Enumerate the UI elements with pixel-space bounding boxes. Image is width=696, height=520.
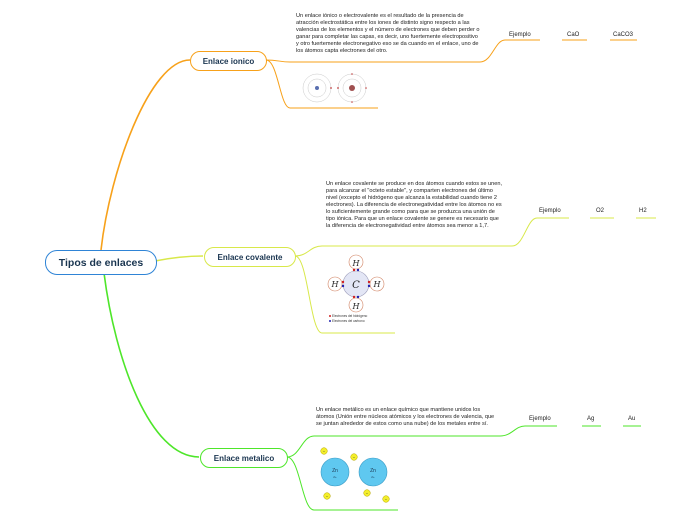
ionico-description: Un enlace iónico o electrovalente es el … xyxy=(296,13,480,54)
electron-sign-4: − xyxy=(385,496,388,501)
ionic-atoms-diagram xyxy=(302,73,367,103)
ionico-subtree xyxy=(265,39,637,109)
electron-sign-1: − xyxy=(353,454,356,459)
ionico-example-cao[interactable]: CaO xyxy=(567,32,580,38)
electron-sign-0: − xyxy=(323,448,326,453)
zn-atom-left-charge: 2+ xyxy=(333,475,337,479)
connector-root-covalente xyxy=(154,255,204,262)
covalente-subtree xyxy=(294,217,656,334)
free-electrons: − − − − − xyxy=(320,447,390,503)
electron-3 xyxy=(363,489,371,497)
electron-2 xyxy=(323,492,331,500)
zn-atom-left: Zn xyxy=(332,468,338,474)
methane-h-right: H xyxy=(373,280,382,289)
methane-legend-hydrogen: Electrones del hidrógeno xyxy=(332,314,368,318)
node-enlace-covalente[interactable]: Enlace covalente xyxy=(204,247,296,267)
methane-legend-carbon: Electrones del carbono xyxy=(332,319,365,323)
covalente-description: Un enlace covalente se produce en dos át… xyxy=(326,181,503,229)
covalente-example-o2[interactable]: O2 xyxy=(596,208,605,214)
metallic-bond-diagram: Zn 2+ Zn 2+ − − − − − xyxy=(320,447,390,503)
methane-h-top: H xyxy=(352,259,361,268)
connector-root-ionico xyxy=(100,59,191,251)
electron-1 xyxy=(350,453,358,461)
connector-root-metalico xyxy=(103,272,200,458)
ionico-example-caco3[interactable]: CaCO3 xyxy=(613,32,634,38)
metalico-description: Un enlace metálico es un enlace químico … xyxy=(316,407,495,427)
metalico-example-label[interactable]: Ejemplo xyxy=(529,416,551,422)
zn-atom-right: Zn xyxy=(370,468,376,474)
methane-lewis-diagram: C H H H H xyxy=(327,254,385,322)
electron-sign-3: − xyxy=(366,490,369,495)
node-enlace-ionico[interactable]: Enlace ionico xyxy=(190,51,267,71)
methane-center-atom: C xyxy=(352,280,360,291)
metalico-example-ag[interactable]: Ag xyxy=(587,416,595,422)
methane-h-bottom: H xyxy=(352,302,361,311)
metalico-subtree xyxy=(286,425,641,511)
zn-atom-right-charge: 2+ xyxy=(371,475,375,479)
metalico-example-au[interactable]: Au xyxy=(628,416,636,422)
electron-4 xyxy=(382,495,390,503)
root-node[interactable]: Tipos de enlaces xyxy=(45,250,157,275)
electron-0 xyxy=(320,447,328,455)
covalente-example-label[interactable]: Ejemplo xyxy=(539,208,561,214)
node-enlace-metalico[interactable]: Enlace metalico xyxy=(200,448,288,468)
ionico-example-label[interactable]: Ejemplo xyxy=(509,32,531,38)
covalente-example-h2[interactable]: H2 xyxy=(639,208,647,214)
electron-sign-2: − xyxy=(326,493,329,498)
methane-h-left: H xyxy=(331,280,340,289)
